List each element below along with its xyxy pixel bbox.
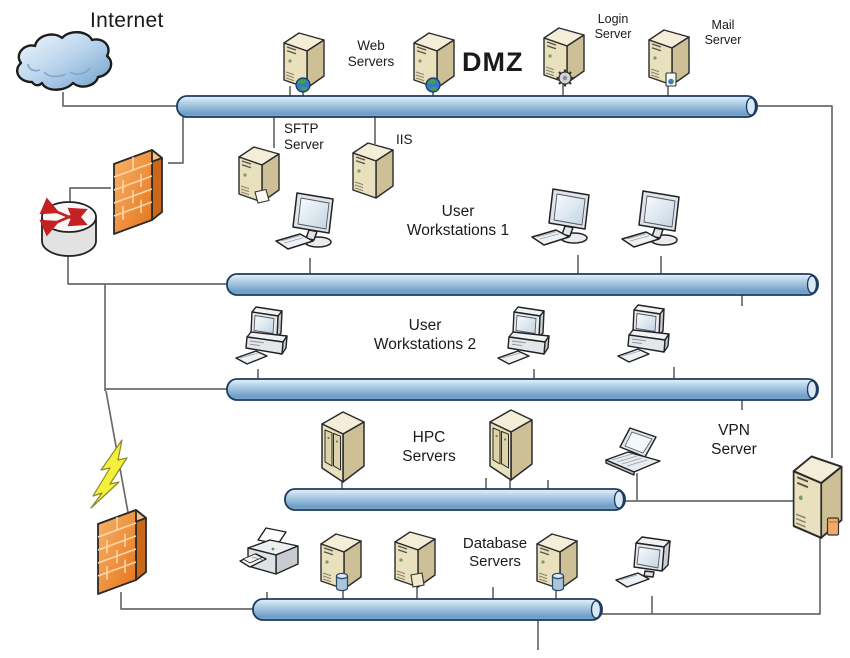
hpc-server-2-icon (489, 409, 533, 481)
envelope-icon (665, 72, 677, 87)
connector-lines (62, 82, 833, 650)
link-router-to-firewall (69, 187, 111, 207)
login-server-label: Login Server (594, 12, 632, 42)
network-bus-dmz (176, 95, 758, 118)
globe-icon (425, 77, 441, 93)
network-buses (176, 95, 819, 621)
mail-server-label: Mail Server (704, 18, 742, 48)
user-workstation-2-3-icon (617, 304, 670, 363)
iis-label: IIS (396, 132, 413, 147)
sftp-server-label: SFTP Server (284, 121, 324, 153)
gear-icon (555, 68, 575, 88)
user-workstations-2-label: User Workstations 2 (373, 317, 477, 353)
iis-server-icon (352, 142, 394, 199)
folder-icon (826, 517, 840, 536)
hpc-server-1-icon (321, 411, 365, 483)
link-vpn-to-db-bus (602, 537, 821, 615)
user-workstation-2-1-icon (235, 306, 288, 365)
network-bus-workstations-2 (226, 378, 819, 401)
globe-icon (295, 77, 311, 93)
internet-label: Internet (90, 9, 164, 32)
link-dmz-bus-to-vpn (757, 105, 833, 458)
hpc-servers-label: HPC Servers (402, 429, 456, 465)
router-icon (42, 202, 96, 256)
network-bus-database (252, 598, 603, 621)
vpn-server-label: VPN Server (711, 422, 757, 458)
user-workstation-1-2-icon (531, 188, 590, 246)
printer-icon (239, 527, 299, 575)
link-dmz-bus-to-firewall (168, 117, 184, 164)
document-icon (254, 188, 270, 204)
link-firewall-2-to-db-bus (120, 592, 253, 610)
firewall-top-icon (113, 149, 163, 235)
internet-cloud-icon (15, 30, 113, 91)
dmz-label: DMZ (462, 47, 524, 77)
page-icon (410, 572, 425, 588)
network-bus-hpc (284, 488, 626, 511)
network-bus-workstations-1 (226, 273, 819, 296)
user-workstation-1-1-icon (275, 192, 334, 250)
link-router-to-ws1-bus (67, 256, 227, 285)
web-servers-label: Web Servers (347, 38, 395, 70)
database-cylinder-icon (551, 572, 565, 592)
database-cylinder-icon (335, 572, 349, 592)
laptop-icon (605, 427, 661, 476)
database-servers-label: Database Servers (462, 535, 528, 571)
user-workstation-1-3-icon (621, 190, 680, 248)
user-workstations-1-label: User Workstations 1 (406, 203, 510, 239)
link-internet-to-dmz-bus (62, 92, 177, 107)
desktop-computer-icon (615, 536, 671, 588)
firewall-bottom-icon (97, 509, 147, 595)
